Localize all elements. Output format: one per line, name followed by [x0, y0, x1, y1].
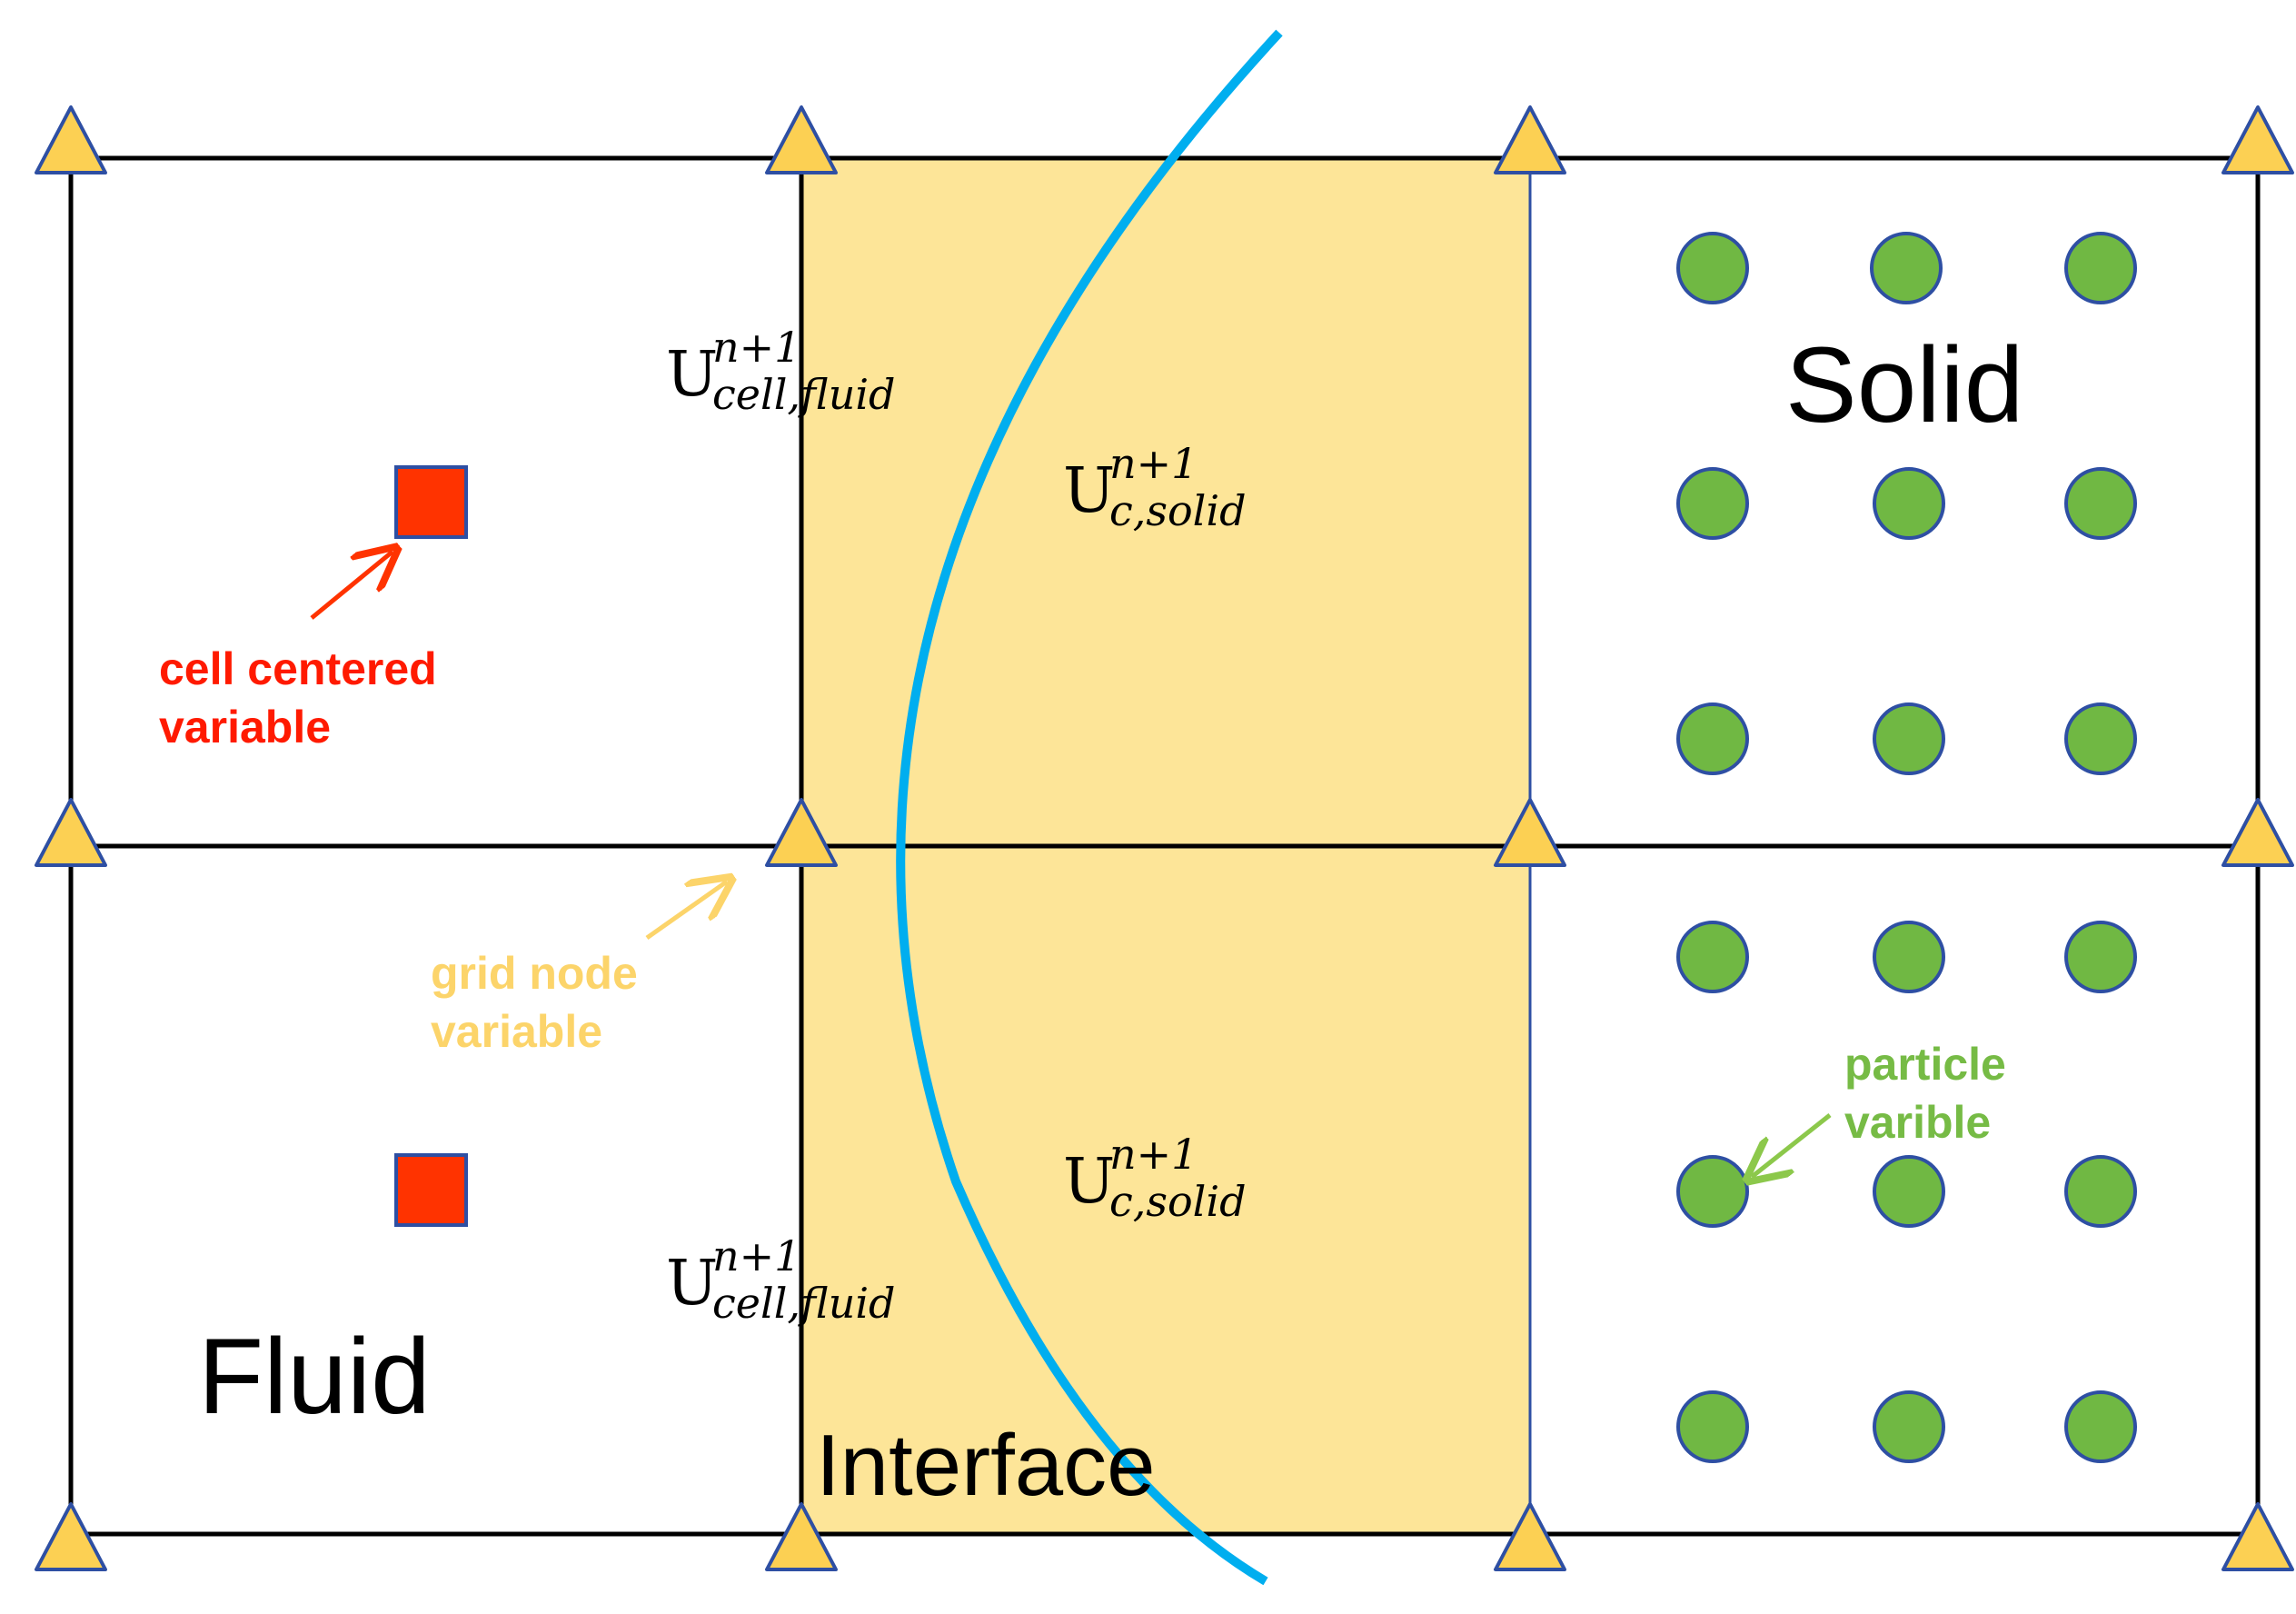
interface-curve: [896, 29, 1283, 1586]
grid-node-triangle: [1494, 798, 1566, 867]
solid-label: Solid: [1785, 325, 2023, 445]
svg-text:U: U: [1063, 1146, 1115, 1218]
svg-text:n+1: n+1: [712, 323, 800, 372]
grid-node-triangle: [765, 105, 838, 174]
particle: [1873, 921, 1945, 993]
svg-text:U: U: [666, 1248, 718, 1320]
svg-text:U: U: [666, 339, 718, 411]
grid-node-arrow: [645, 882, 727, 941]
equation-solid-top: U n+1 c,solid: [1063, 439, 1247, 535]
particle: [2064, 1390, 2137, 1463]
particle: [1676, 921, 1749, 993]
svg-text:cell,fluid: cell,fluid: [712, 370, 896, 419]
grid-node-triangle: [35, 105, 107, 174]
svg-text:n+1: n+1: [1109, 1130, 1198, 1179]
particle: [1676, 702, 1749, 775]
grid-node-label: grid node variable: [431, 948, 651, 1057]
svg-text:c,solid: c,solid: [1109, 1177, 1247, 1226]
particle: [2064, 232, 2137, 304]
grid-node-triangle: [1494, 105, 1566, 174]
equation-solid-bottom: U n+1 c,solid: [1063, 1130, 1247, 1226]
grid-node-triangle: [2221, 1502, 2294, 1571]
cell-centered-marker: [394, 465, 468, 539]
grid-node-triangle: [2221, 798, 2294, 867]
particle: [1870, 232, 1943, 304]
interface-label: Interface: [816, 1417, 1156, 1514]
particle: [2064, 467, 2137, 540]
particle: [1873, 1390, 1945, 1463]
svg-text:cell,fluid: cell,fluid: [712, 1279, 896, 1328]
particle: [1676, 232, 1749, 304]
svg-text:c,solid: c,solid: [1109, 486, 1247, 535]
particle: [2064, 921, 2137, 993]
svg-text:n+1: n+1: [1109, 439, 1198, 488]
particle: [2064, 1155, 2137, 1228]
particle-arrow: [1752, 1113, 1832, 1177]
particle: [1873, 702, 1945, 775]
particle: [1676, 467, 1749, 540]
particle: [1873, 467, 1945, 540]
grid-node-triangle: [2221, 105, 2294, 174]
svg-text:U: U: [1063, 455, 1115, 527]
grid-node-triangle: [765, 1502, 838, 1571]
grid-node-triangle: [35, 1502, 107, 1571]
cell-centered-label: cell centered variable: [159, 643, 450, 752]
grid-node-triangle: [765, 798, 838, 867]
particle-label: particle varible: [1844, 1039, 2019, 1148]
grid-node-triangle: [1494, 1502, 1566, 1571]
equation-fluid-top: U n+1 cell,fluid: [666, 323, 896, 419]
grid-node-triangle: [35, 798, 107, 867]
equation-fluid-bottom: U n+1 cell,fluid: [666, 1231, 896, 1328]
svg-text:n+1: n+1: [712, 1231, 800, 1280]
grid-node-group: [35, 105, 2294, 1571]
cell-centered-arrow: [310, 552, 393, 620]
cell-centered-marker: [394, 1153, 468, 1227]
fluid-label: Fluid: [198, 1317, 431, 1437]
particle: [1676, 1390, 1749, 1463]
particle-group: [1676, 232, 2137, 1463]
particle: [1873, 1155, 1945, 1228]
particle: [2064, 702, 2137, 775]
particle: [1676, 1155, 1749, 1228]
